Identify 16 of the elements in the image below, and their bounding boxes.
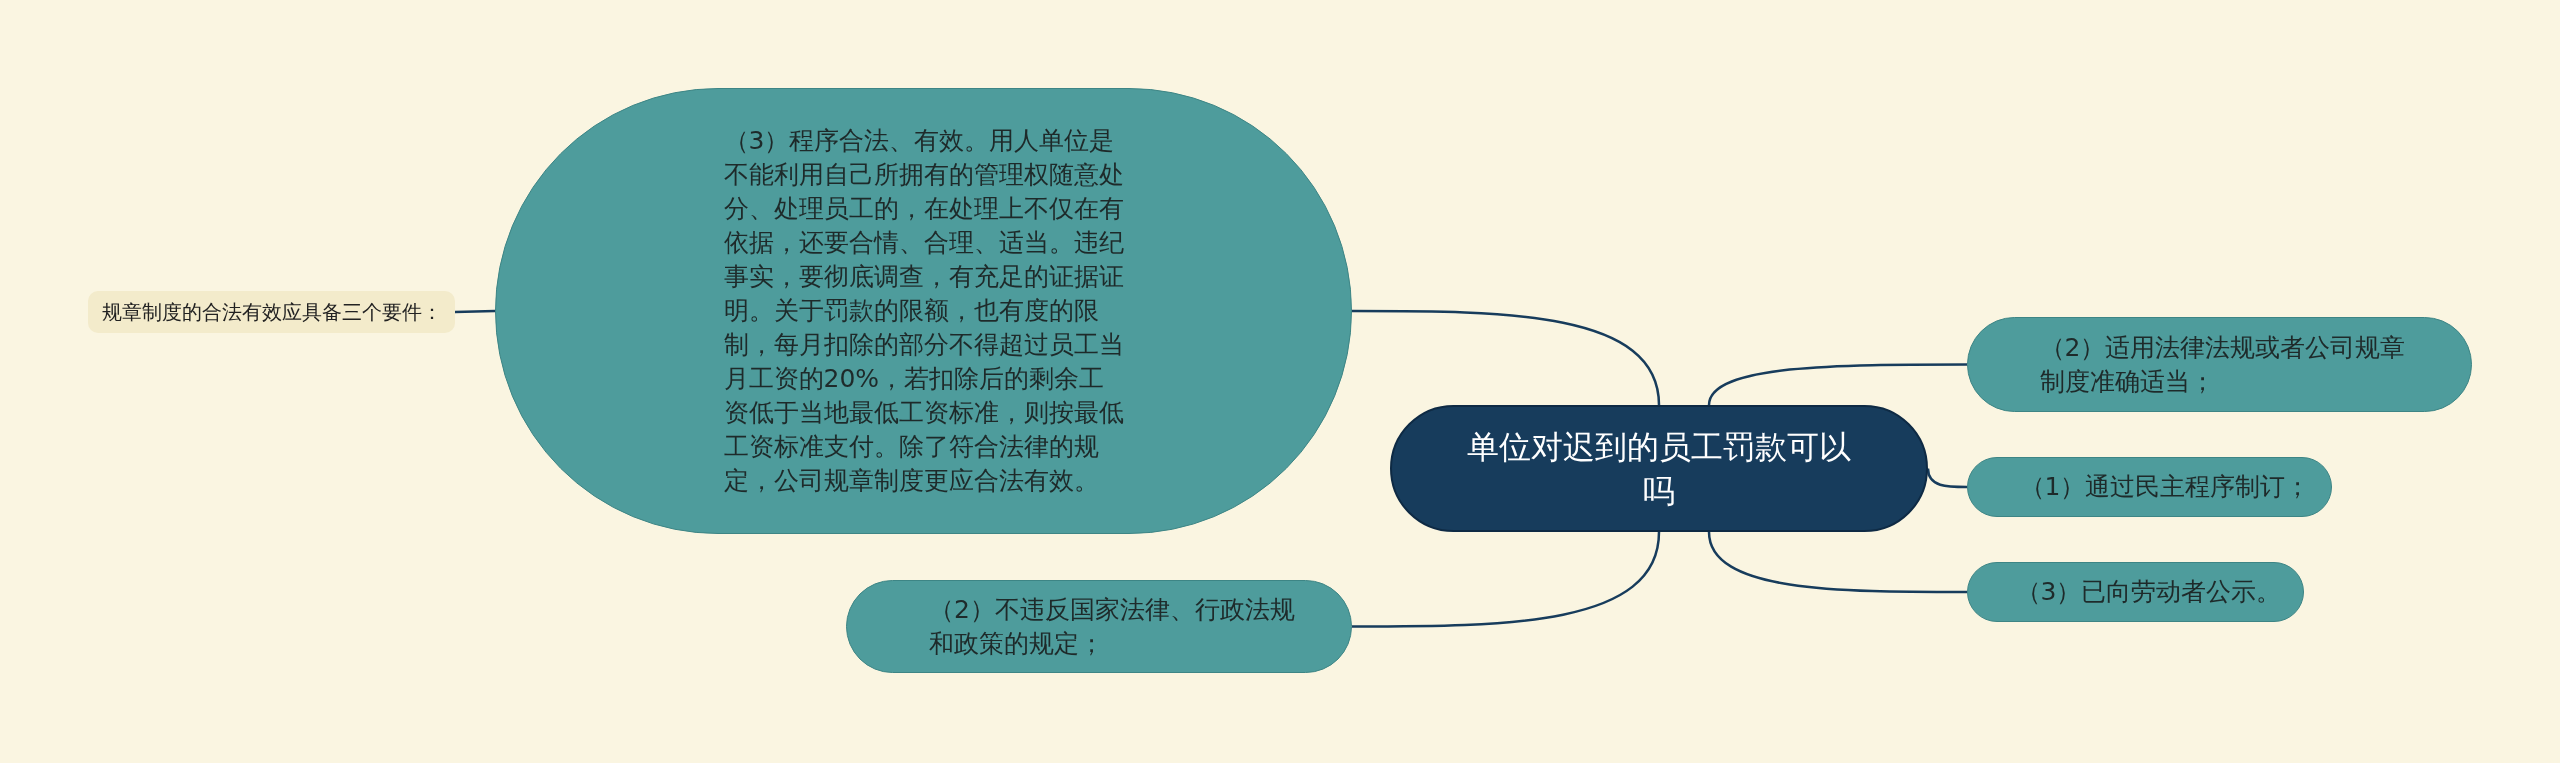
subtopic-box [1967, 562, 2304, 622]
connector-line [1352, 531, 1661, 628]
connector-line [454, 309, 496, 314]
node-text: （1）通过民主程序制订； [2019, 471, 2312, 503]
node-text: （2）适用法律法规或者公司规章制度准确适当； [2039, 331, 2407, 398]
connector-line [1707, 531, 1967, 594]
node-text: 单位对迟到的员工罚款可以吗 [1466, 426, 1852, 512]
node-text: （3）已向劳动者公示。 [2015, 576, 2283, 608]
connector-line [1707, 363, 1967, 406]
node-text: （3）程序合法、有效。用人单位是不能利用自己所拥有的管理权随意处分、处理员工的，在处理上不仅在有依据，还要合情、合理、适当。违纪事实，要彻底调查，有充足的证据证明。关于罚款的限额，也有度的限制，每月扣除的部分不得超过员工当月工资的20%，若扣除后的剩余工资低于当地最低工资标准，则按最低工资标准支付。除了符合法律的规定，公司规章制度更应合法有效。 [723, 125, 1124, 497]
connector-line [1352, 309, 1661, 406]
node-text: （2）不违反国家法律、行政法规和政策的规定； [929, 593, 1296, 660]
subtopic-box [1967, 457, 2332, 517]
note-box [88, 291, 455, 333]
connector-line [1926, 468, 1967, 489]
node-text: 规章制度的合法有效应具备三个要件： [101, 298, 442, 326]
